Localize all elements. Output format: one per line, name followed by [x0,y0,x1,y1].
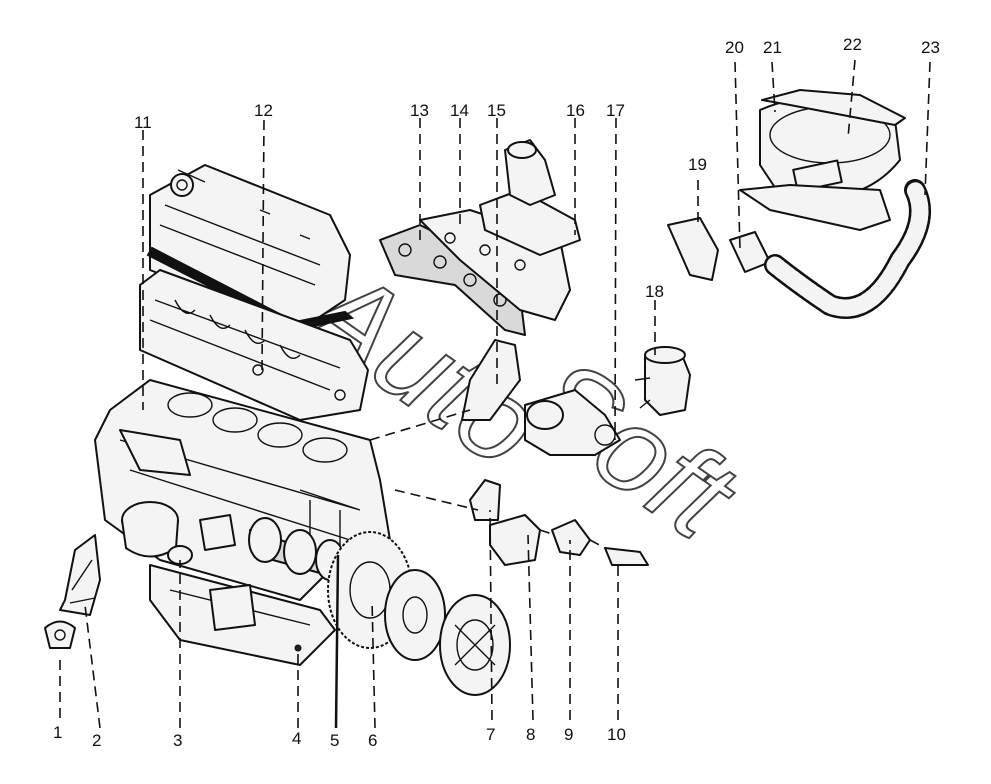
callout-13: 13 [410,101,429,120]
starter-motor [524,389,621,456]
callout-23: 23 [921,38,940,57]
linkage-line-2 [394,489,479,511]
callout-14: 14 [450,101,469,120]
callout-9: 9 [564,725,573,744]
fuel-pump [634,346,691,416]
callout-11: 11 [134,113,152,132]
callout-6: 6 [368,731,377,750]
clutch-disc [384,569,446,661]
heat-shield [461,339,521,421]
callout-21: 21 [763,38,782,57]
callout-5: 5 [330,731,339,750]
callout-4: 4 [292,729,301,748]
linkage-line-1 [369,409,471,441]
bearing-caps [167,514,256,631]
callout-18: 18 [645,282,664,301]
callout-7: 7 [486,725,495,744]
mount-9 [551,519,591,556]
callout-2: 2 [92,731,101,750]
callout-labels: 1 2 3 4 5 6 7 8 9 10 11 12 13 14 15 16 1… [53,35,940,750]
bracket-19 [667,217,719,281]
callout-22: 22 [843,35,862,54]
sensor-10 [604,547,649,566]
callout-12: 12 [254,101,273,120]
cylinder-head [139,269,369,421]
linkage-line-4 [589,539,606,549]
callout-15: 15 [487,101,506,120]
crankshaft [248,517,346,581]
callout-20: 20 [725,38,744,57]
callout-17: 17 [606,101,625,120]
linkage-line-3 [539,529,556,536]
callout-16: 16 [566,101,585,120]
callout-leaders [59,59,931,729]
oil-filter [121,501,179,558]
air-filter-housing [739,89,906,231]
callout-1: 1 [53,723,62,742]
hose-connector [729,231,771,273]
callout-10: 10 [607,725,626,744]
engine-mount-bracket [44,534,101,649]
bracket-7 [469,479,501,521]
air-hose [764,179,931,319]
callout-3: 3 [173,731,182,750]
callout-8: 8 [526,725,535,744]
mount-8 [489,514,541,566]
callout-19: 19 [688,155,707,174]
throttle-body [479,139,581,256]
pressure-plate [439,594,511,696]
